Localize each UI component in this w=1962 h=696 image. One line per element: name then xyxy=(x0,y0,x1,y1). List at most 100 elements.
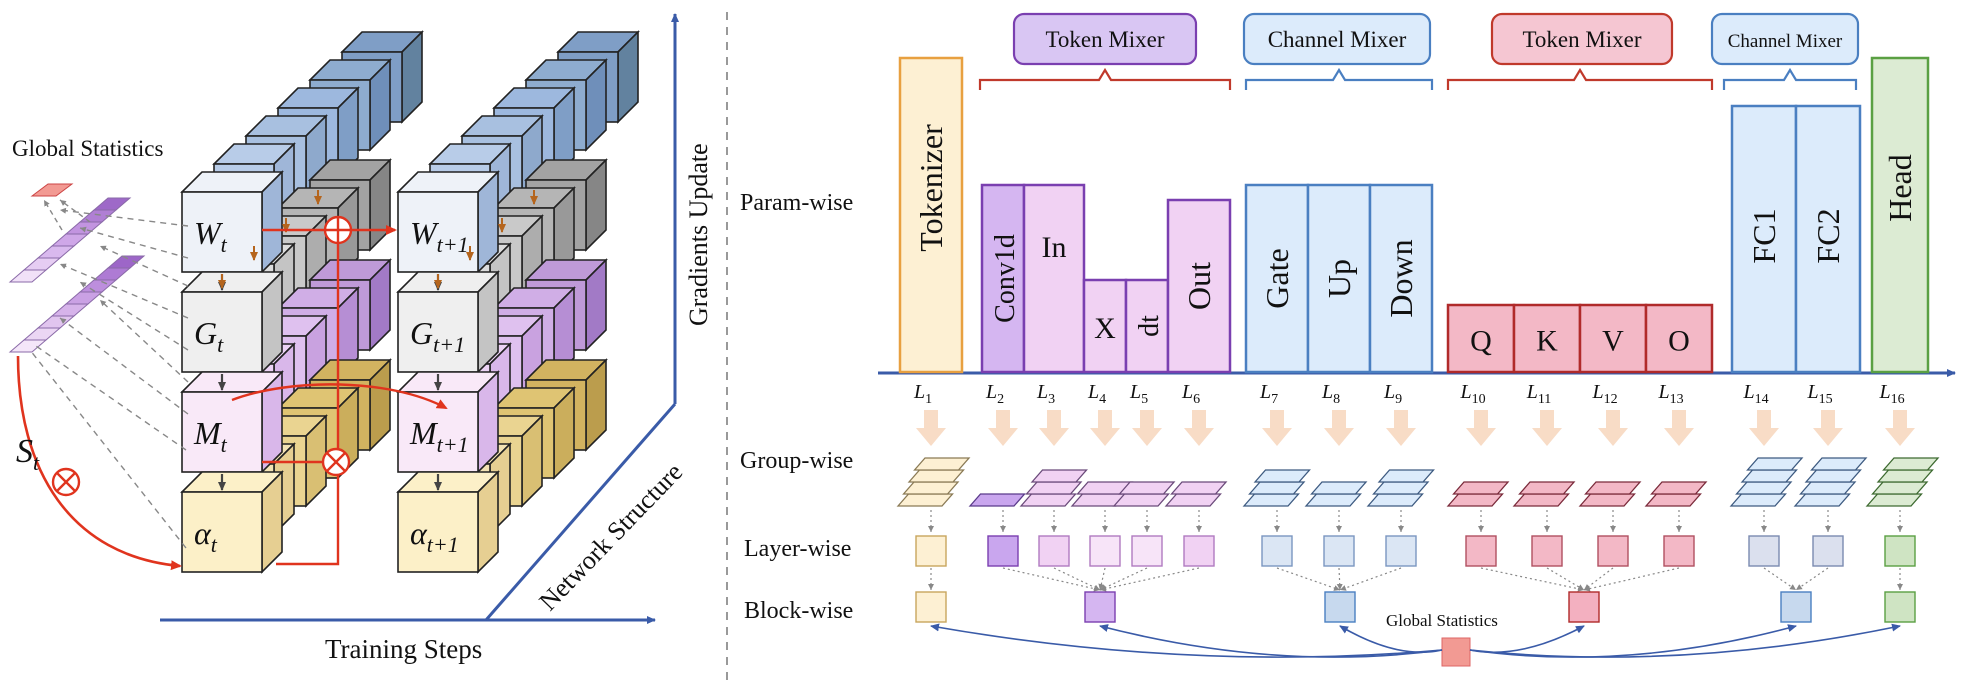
group-cell xyxy=(902,481,960,495)
group-cell xyxy=(1304,493,1362,507)
layer-index-label: L8 xyxy=(1321,381,1340,407)
layer-to-block-arrow xyxy=(1583,567,1680,592)
layer-index-label: L13 xyxy=(1657,381,1683,407)
param-bar-rect xyxy=(1082,278,1128,374)
m-curve-arrow xyxy=(231,383,448,410)
row-label-block-wise: Block-wise xyxy=(744,598,853,624)
group-wise-block xyxy=(1242,469,1311,507)
layer-wise-cell xyxy=(1748,535,1780,567)
param-bar-label: Down xyxy=(1383,239,1419,317)
mixer-brace xyxy=(1446,67,1714,90)
global-stat-arrow xyxy=(930,623,1443,658)
layer-to-block-arrow xyxy=(1339,567,1402,591)
layer-wise-cell xyxy=(915,535,947,567)
stat-dashed-arrow xyxy=(99,299,189,383)
mixer-group: Token Mixer xyxy=(1446,12,1714,90)
layer-to-block-arrow xyxy=(1795,567,1829,591)
group-cell xyxy=(913,457,971,471)
param-bar-rect xyxy=(1244,183,1310,374)
axis-network-structure xyxy=(484,403,677,621)
front-cube-m-0 xyxy=(180,370,284,474)
param-bar-rect xyxy=(898,56,964,374)
group-wise-block xyxy=(968,493,1026,507)
mixer-label: Token Mixer xyxy=(1522,27,1641,52)
stat-dashed-arrow xyxy=(99,245,189,287)
mixer-group: Token Mixer xyxy=(978,12,1232,90)
right-global-statistics-label: Global Statistics xyxy=(1386,611,1498,630)
group-cell xyxy=(1865,493,1923,507)
stat-merge-arrow xyxy=(43,199,63,231)
group-wise-block xyxy=(896,457,971,507)
param-bar: K xyxy=(1512,303,1582,374)
group-cell xyxy=(1584,481,1642,495)
group-cell xyxy=(1876,469,1934,483)
row-label-layer-wise: Layer-wise xyxy=(744,536,851,562)
param-bar-label: Q xyxy=(1470,325,1492,358)
param-bar-label: Tokenizer xyxy=(913,124,949,252)
layer-index-label: L5 xyxy=(1129,381,1148,407)
layer-to-block-arrow xyxy=(1099,567,1148,591)
front-cube-g-1 xyxy=(396,270,500,374)
group-cell xyxy=(1025,481,1083,495)
layer-index-label: L7 xyxy=(1259,381,1278,407)
group-cell xyxy=(1452,481,1510,495)
param-bar-label: O xyxy=(1668,325,1690,358)
down-arrow xyxy=(1090,410,1120,446)
down-arrow xyxy=(1262,410,1292,446)
block-wise-cell xyxy=(1780,591,1812,623)
layer-wise-cell xyxy=(1812,535,1844,567)
group-cell xyxy=(1019,493,1077,507)
multiply-operator-m xyxy=(321,447,351,477)
layer-to-block-arrow xyxy=(1336,567,1343,591)
front-cube-a-0 xyxy=(180,470,284,574)
group-cell xyxy=(968,493,1026,507)
group-cell xyxy=(1650,481,1708,495)
mixer-label: Channel Mixer xyxy=(1728,31,1843,52)
down-arrow xyxy=(1039,410,1069,446)
down-arrow xyxy=(1184,410,1214,446)
down-arrow xyxy=(1466,410,1496,446)
mixer-group: Channel Mixer xyxy=(1242,12,1434,90)
group-cell xyxy=(1164,493,1222,507)
label-g-0: Gt xyxy=(194,315,224,357)
mixer-brace xyxy=(1722,67,1858,90)
param-bar-rect xyxy=(1794,104,1862,374)
layer-index-label: L6 xyxy=(1181,381,1200,407)
front-cube-w-1 xyxy=(396,170,500,274)
layer-wise-cell xyxy=(1884,535,1916,567)
group-wise-block xyxy=(1729,457,1804,507)
mixer-box xyxy=(1710,12,1860,66)
group-wise-block xyxy=(1112,481,1176,507)
mixer-brace xyxy=(978,67,1232,90)
global-stat-arrow xyxy=(1099,624,1443,658)
group-cell xyxy=(1372,481,1430,495)
mixer-group: Channel Mixer xyxy=(1710,12,1860,90)
block-wise-cell xyxy=(1568,591,1600,623)
layer-index-label: L2 xyxy=(985,381,1004,407)
front-cube-a-1 xyxy=(396,470,500,574)
layer-wise-cell xyxy=(1385,535,1417,567)
group-cell xyxy=(1740,469,1798,483)
block-wise-cell xyxy=(1324,591,1356,623)
layer-to-block-arrow xyxy=(1583,567,1614,591)
down-arrow xyxy=(1598,410,1628,446)
stat-dashed-line xyxy=(29,349,187,549)
param-bar: Q xyxy=(1446,303,1516,374)
add-operator xyxy=(323,215,353,245)
layer-wise-cell xyxy=(1183,535,1215,567)
stat-dashed-line xyxy=(35,345,187,451)
group-wise-block xyxy=(1070,481,1134,507)
global-stat-square xyxy=(1441,637,1471,667)
down-arrow xyxy=(1132,410,1162,446)
axis-gradients-update-label: Gradients Update xyxy=(684,143,713,326)
layer-index-label: L10 xyxy=(1459,381,1485,407)
group-wise-block xyxy=(1578,481,1642,507)
layer-to-block-arrow xyxy=(1763,567,1797,591)
layer-to-block-arrow xyxy=(1098,567,1106,591)
param-bar-rect xyxy=(1022,183,1086,374)
group-wise-block xyxy=(1304,481,1368,507)
group-cell xyxy=(1746,457,1804,471)
front-cube-w-0 xyxy=(180,170,284,274)
group-cell xyxy=(907,469,965,483)
